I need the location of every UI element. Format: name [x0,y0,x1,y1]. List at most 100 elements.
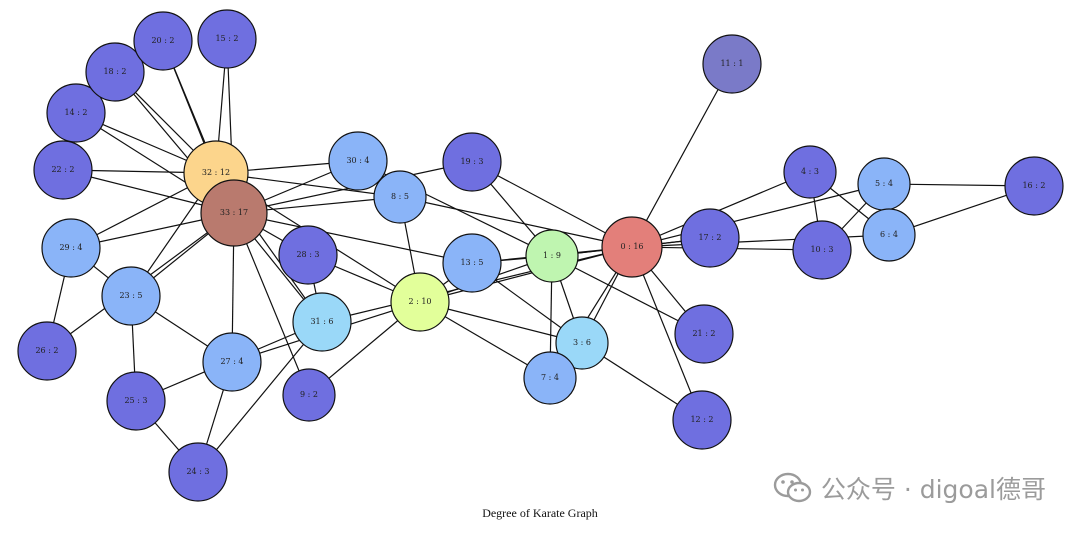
edge-0-4 [631,171,811,248]
node-25: 25 : 3 [106,371,166,431]
node-circle [46,83,106,143]
edge-0-11 [631,63,733,248]
node-circle [85,42,145,102]
node-28: 28 : 3 [278,225,338,285]
node-label: 17 : 2 [698,233,721,242]
node-26: 26 : 2 [17,321,77,381]
node-label: 20 : 2 [151,36,174,45]
node-6: 6 : 4 [862,208,916,262]
node-label: 6 : 4 [880,230,898,239]
node-label: 9 : 2 [300,390,318,399]
node-circle [862,208,916,262]
edge-0-2 [419,246,633,303]
node-layer: 0 : 16 1 : 9 2 : 10 3 : 6 4 : 3 5 : 4 6 : 4 7 :… [17,9,1064,502]
node-label: 32 : 12 [202,168,230,177]
edge-24-31 [197,321,323,473]
node-21: 21 : 2 [674,304,734,364]
node-label: 13 : 5 [460,258,483,267]
node-circle [41,218,101,278]
node-15: 15 : 2 [197,9,257,69]
edge-0-5 [631,183,885,248]
watermark: 公众号 · digoal德哥 [773,470,1046,506]
edge-0-8 [399,196,633,248]
node-label: 27 : 4 [220,357,243,366]
node-23: 23 : 5 [101,266,161,326]
wechat-icon [773,472,812,503]
node-circle [106,371,166,431]
node-label: 30 : 4 [346,156,369,165]
node-circle [197,9,257,69]
node-label: 8 : 5 [391,192,409,201]
node-circle [674,304,734,364]
node-circle [1004,156,1064,216]
node-24: 24 : 3 [168,442,228,502]
node-circle [525,229,579,283]
node-circle [168,442,228,502]
node-1: 1 : 9 [525,229,579,283]
node-label: 2 : 10 [408,297,431,306]
node-label: 18 : 2 [103,67,126,76]
node-18: 18 : 2 [85,42,145,102]
node-33: 33 : 17 [200,179,268,247]
node-29: 29 : 4 [41,218,101,278]
node-13: 13 : 5 [442,233,502,293]
node-label: 16 : 2 [1022,181,1045,190]
node-label: 10 : 3 [810,245,833,254]
node-label: 28 : 3 [296,250,319,259]
node-circle [601,216,663,278]
node-label: 26 : 2 [35,346,58,355]
node-circle [328,131,388,191]
node-circle [373,170,427,224]
node-10: 10 : 3 [792,220,852,280]
node-label: 7 : 4 [541,373,559,382]
node-17: 17 : 2 [680,208,740,268]
node-circle [292,292,352,352]
node-circle [792,220,852,280]
node-label: 19 : 3 [460,157,483,166]
node-3: 3 : 6 [555,316,609,370]
node-label: 5 : 4 [875,179,893,188]
node-label: 23 : 5 [119,291,142,300]
node-label: 33 : 17 [220,208,248,217]
node-4: 4 : 3 [783,145,837,199]
node-14: 14 : 2 [46,83,106,143]
node-circle [33,140,93,200]
node-11: 11 : 1 [702,34,762,94]
node-circle [442,132,502,192]
node-label: 14 : 2 [64,108,87,117]
node-circle [282,368,336,422]
node-label: 31 : 6 [310,317,333,326]
node-16: 16 : 2 [1004,156,1064,216]
node-circle [555,316,609,370]
node-5: 5 : 4 [857,157,911,211]
node-circle [672,390,732,450]
node-label: 25 : 3 [124,396,147,405]
node-19: 19 : 3 [442,132,502,192]
node-2: 2 : 10 [390,272,450,332]
node-label: 21 : 2 [692,329,715,338]
node-circle [390,272,450,332]
node-22: 22 : 2 [33,140,93,200]
node-label: 29 : 4 [59,243,82,252]
node-label: 15 : 2 [215,34,238,43]
node-circle [680,208,740,268]
node-27: 27 : 4 [202,332,262,392]
node-circle [133,11,193,71]
node-label: 0 : 16 [620,242,643,251]
edge-0-12 [631,246,703,421]
node-0: 0 : 16 [601,216,663,278]
node-8: 8 : 5 [373,170,427,224]
node-label: 11 : 1 [720,59,743,68]
graph-caption: Degree of Karate Graph [482,506,598,520]
node-circle [278,225,338,285]
node-circle [202,332,262,392]
node-label: 24 : 3 [186,467,209,476]
node-7: 7 : 4 [523,351,577,405]
node-label: 4 : 3 [801,167,819,176]
node-label: 22 : 2 [51,165,74,174]
node-circle [442,233,502,293]
node-circle [17,321,77,381]
node-circle [200,179,268,247]
node-circle [101,266,161,326]
